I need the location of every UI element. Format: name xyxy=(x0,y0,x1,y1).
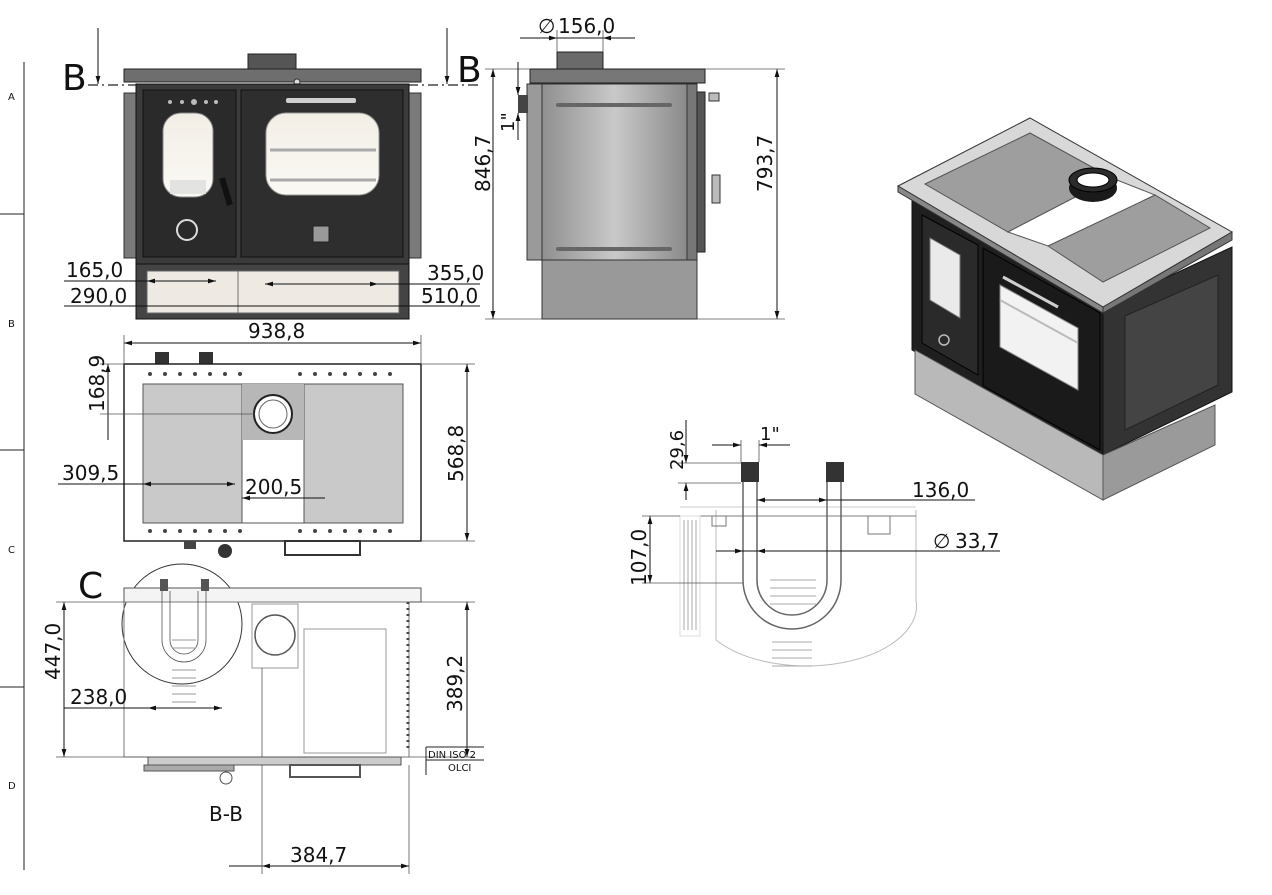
side-dim-1inch: 1" xyxy=(498,112,519,132)
drawing-border: A B C D xyxy=(0,62,25,870)
detail-dim-107: 107,0 xyxy=(627,529,651,586)
detail-letter: C xyxy=(78,566,103,607)
zone-label-d: D xyxy=(8,781,16,792)
detail-dim-136: 136,0 xyxy=(912,478,969,502)
front-view: B B xyxy=(62,28,484,320)
top-dim-168: 168,9 xyxy=(85,355,109,412)
section-dim-389: 389,2 xyxy=(443,655,467,712)
detail-dim-29: 29,6 xyxy=(667,430,688,470)
isometric-view xyxy=(896,117,1234,501)
top-dim-938: 938,8 xyxy=(248,319,305,343)
top-dim-200: 200,5 xyxy=(245,475,302,499)
section-dim-384: 384,7 xyxy=(290,843,347,867)
top-view: 938,8 168,9 309,5 200,5 568,8 xyxy=(58,319,475,558)
front-dim-510: 510,0 xyxy=(421,284,478,308)
front-dim-165: 165,0 xyxy=(66,258,123,282)
front-dim-355: 355,0 xyxy=(427,261,484,285)
detail-dim-33: 33,7 xyxy=(955,529,1000,553)
zone-label-a: A xyxy=(8,92,15,103)
top-dim-568: 568,8 xyxy=(444,425,468,482)
section-cut-letter-right: B xyxy=(457,50,482,91)
section-dim-447: 447,0 xyxy=(41,623,65,680)
section-view: C 447,0 238,0 389,2 xyxy=(41,563,484,874)
side-dim-156: 156,0 xyxy=(558,14,615,38)
side-view: ∅ 156,0 846,7 793,7 1" xyxy=(471,14,785,320)
title-block-standard: DIN ISO 2 xyxy=(428,750,476,761)
section-dim-238: 238,0 xyxy=(70,685,127,709)
top-dim-309: 309,5 xyxy=(62,461,119,485)
zone-label-b: B xyxy=(8,319,15,330)
side-dim-846: 846,7 xyxy=(471,135,495,192)
detail-view: 1" 29,6 136,0 ∅ 33,7 107,0 xyxy=(627,420,1000,667)
detail-dim-dia-symbol: ∅ xyxy=(933,529,950,553)
section-view-label: B-B xyxy=(209,802,243,826)
section-cut-letter-left: B xyxy=(62,58,87,99)
side-dim-793: 793,7 xyxy=(753,135,777,192)
title-block-cut-text: OLCI xyxy=(448,763,471,774)
side-dim-flue-symbol: ∅ xyxy=(538,14,555,38)
detail-dim-1inch: 1" xyxy=(760,424,780,445)
zone-label-c: C xyxy=(8,545,15,556)
front-dim-290: 290,0 xyxy=(70,284,127,308)
